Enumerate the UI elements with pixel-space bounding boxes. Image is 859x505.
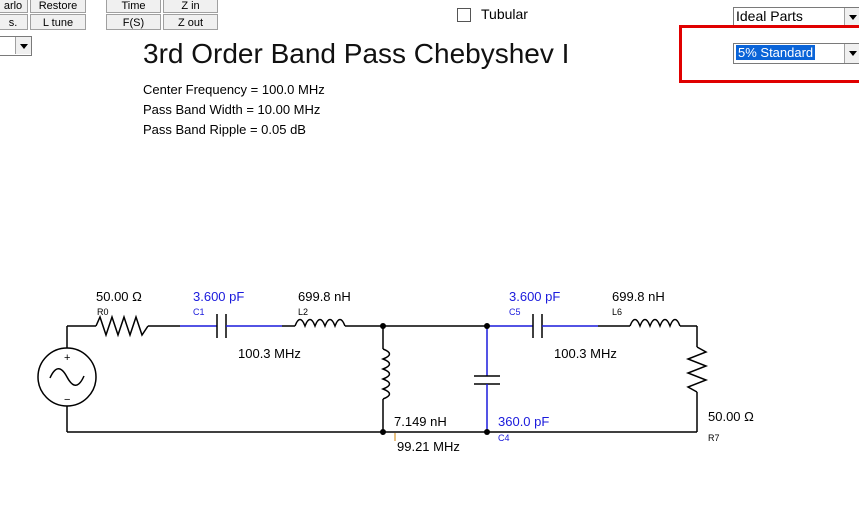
- l2-name: L2: [298, 307, 308, 317]
- tubular-label: Tubular: [481, 6, 528, 22]
- tolerance-select[interactable]: 5% Standard: [733, 43, 859, 64]
- c4-name: C4: [498, 433, 510, 443]
- l-tune-button[interactable]: L tune: [30, 14, 86, 30]
- options-button[interactable]: s.: [0, 14, 28, 30]
- inductor-l3[interactable]: [380, 348, 391, 400]
- monte-carlo-button[interactable]: arlo: [0, 0, 28, 13]
- page-title: 3rd Order Band Pass Chebyshev I: [143, 38, 570, 69]
- r7-name: R7: [708, 433, 720, 443]
- l3-value: 7.149 nH: [394, 414, 447, 429]
- tolerance-select-value: 5% Standard: [736, 45, 816, 60]
- l6-value: 699.8 nH: [612, 289, 665, 304]
- chevron-down-icon[interactable]: [844, 44, 859, 63]
- pass-band-ripple-text: Pass Band Ripple = 0.05 dB: [143, 122, 306, 137]
- c1-name: C1: [193, 307, 205, 317]
- fs-button[interactable]: F(S): [106, 14, 161, 30]
- restore-button[interactable]: Restore: [30, 0, 86, 13]
- r0-name: R0: [97, 307, 109, 317]
- filter-type-select[interactable]: [0, 36, 32, 56]
- parts-select-value: Ideal Parts: [736, 8, 803, 24]
- c4-value: 360.0 pF: [498, 414, 549, 429]
- chevron-down-icon[interactable]: [844, 8, 859, 25]
- series1-frequency: 100.3 MHz: [238, 346, 301, 361]
- c5-name: C5: [509, 307, 521, 317]
- svg-text:−: −: [64, 394, 70, 406]
- svg-text:+: +: [64, 352, 70, 364]
- inductor-l2[interactable]: [294, 318, 346, 329]
- resistor-r0[interactable]: [95, 314, 149, 338]
- z-in-button[interactable]: Z in: [163, 0, 218, 13]
- pass-band-width-text: Pass Band Width = 10.00 MHz: [143, 102, 321, 117]
- c5-value: 3.600 pF: [509, 289, 560, 304]
- r7-value: 50.00 Ω: [708, 409, 754, 424]
- c1-value: 3.600 pF: [193, 289, 244, 304]
- l2-value: 699.8 nH: [298, 289, 351, 304]
- sine-icon: [49, 368, 85, 386]
- highlight-box: [679, 25, 859, 83]
- z-out-button[interactable]: Z out: [163, 14, 218, 30]
- inductor-l6[interactable]: [629, 318, 681, 329]
- time-button[interactable]: Time: [106, 0, 161, 13]
- tubular-checkbox[interactable]: [457, 8, 471, 22]
- chevron-down-icon[interactable]: [15, 37, 31, 54]
- resistor-r7[interactable]: [685, 346, 709, 393]
- r0-value: 50.00 Ω: [96, 289, 142, 304]
- series2-frequency: 100.3 MHz: [554, 346, 617, 361]
- shunt-frequency: 99.21 MHz: [397, 439, 460, 454]
- center-frequency-text: Center Frequency = 100.0 MHz: [143, 82, 325, 97]
- l6-name: L6: [612, 307, 622, 317]
